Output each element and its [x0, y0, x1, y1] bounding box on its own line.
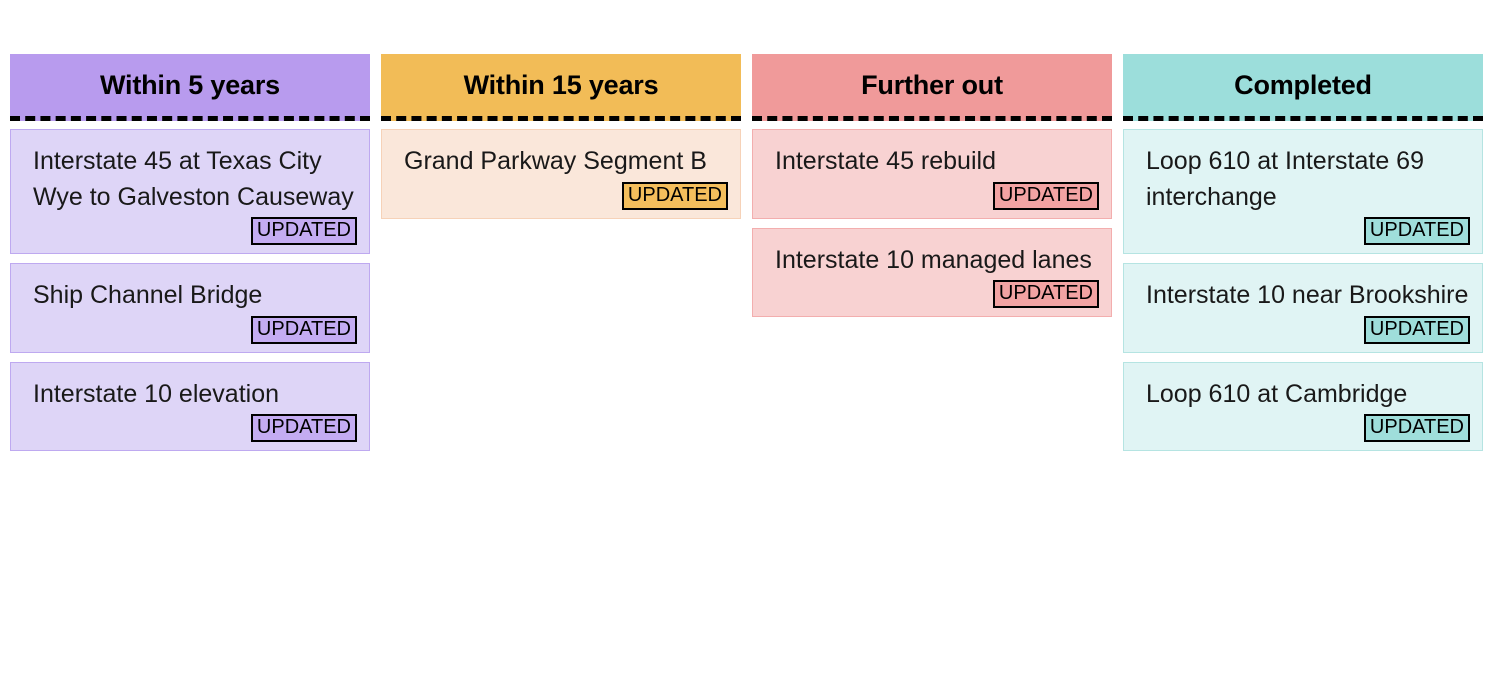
project-card-title: Ship Channel Bridge [33, 281, 263, 309]
project-card[interactable]: Loop 610 at Cambridge UPDATED [1123, 361, 1483, 451]
badge-row: UPDATED [33, 315, 357, 344]
column-card-list: Loop 610 at Interstate 69 interchange UP… [1123, 121, 1483, 451]
badge-row: UPDATED [404, 181, 728, 210]
status-badge-updated: UPDATED [250, 217, 357, 245]
project-card[interactable]: Interstate 45 rebuild UPDATED [752, 129, 1112, 219]
column-card-list: Interstate 45 at Texas City Wye to Galve… [10, 121, 370, 451]
status-badge-updated: UPDATED [992, 181, 1099, 210]
project-card-title: Interstate 10 managed lanes [775, 245, 1092, 274]
board-column-further-out: Further out Interstate 45 rebuild UPDATE… [752, 54, 1112, 317]
badge-row: UPDATED [1146, 217, 1470, 245]
badge-row: UPDATED [1146, 414, 1470, 442]
project-card-title: Interstate 45 rebuild [775, 147, 996, 175]
project-card[interactable]: Interstate 10 elevation UPDATED [10, 361, 370, 451]
project-card[interactable]: Interstate 10 managed lanes UPDATED [752, 227, 1112, 317]
project-card-title: Interstate 45 at Texas City Wye to Galve… [33, 147, 354, 211]
status-badge-updated: UPDATED [1363, 315, 1470, 344]
status-badge-updated: UPDATED [1363, 414, 1470, 442]
status-badge-updated: UPDATED [621, 181, 728, 210]
column-title: Within 15 years [463, 69, 659, 100]
status-badge-updated: UPDATED [250, 414, 357, 442]
project-card[interactable]: Interstate 10 near Brookshire UPDATED [1123, 263, 1483, 353]
badge-row: UPDATED [33, 414, 357, 442]
badge-row: UPDATED [775, 181, 1099, 210]
column-card-list: Interstate 45 rebuild UPDATED Interstate… [752, 121, 1112, 317]
project-card-title: Loop 610 at Interstate 69 interchange [1146, 147, 1424, 211]
board-column-within-15-years: Within 15 years Grand Parkway Segment B … [381, 54, 741, 219]
project-card-title: Interstate 10 elevation [33, 379, 279, 408]
column-header-further-out: Further out [752, 54, 1112, 121]
project-card-title: Interstate 10 near Brookshire [1146, 281, 1469, 309]
board-column-completed: Completed Loop 610 at Interstate 69 inte… [1123, 54, 1483, 451]
project-card[interactable]: Interstate 45 at Texas City Wye to Galve… [10, 129, 370, 254]
status-badge-updated: UPDATED [1363, 217, 1470, 245]
badge-row: UPDATED [775, 280, 1099, 308]
project-card[interactable]: Grand Parkway Segment B UPDATED [381, 129, 741, 219]
badge-row: UPDATED [1146, 315, 1470, 344]
column-header-completed: Completed [1123, 54, 1483, 121]
project-card-title: Loop 610 at Cambridge [1146, 379, 1408, 408]
status-badge-updated: UPDATED [250, 315, 357, 344]
project-card-title: Grand Parkway Segment B [404, 147, 707, 175]
column-title: Further out [861, 69, 1003, 100]
column-title: Within 5 years [99, 69, 281, 100]
column-header-within-15-years: Within 15 years [381, 54, 741, 121]
column-header-within-5-years: Within 5 years [10, 54, 370, 121]
project-card[interactable]: Loop 610 at Interstate 69 interchange UP… [1123, 129, 1483, 254]
board-column-within-5-years: Within 5 years Interstate 45 at Texas Ci… [10, 54, 370, 451]
project-card[interactable]: Ship Channel Bridge UPDATED [10, 263, 370, 353]
column-title: Completed [1234, 69, 1372, 100]
badge-row: UPDATED [33, 217, 357, 245]
status-badge-updated: UPDATED [992, 280, 1099, 308]
column-card-list: Grand Parkway Segment B UPDATED [381, 121, 741, 219]
